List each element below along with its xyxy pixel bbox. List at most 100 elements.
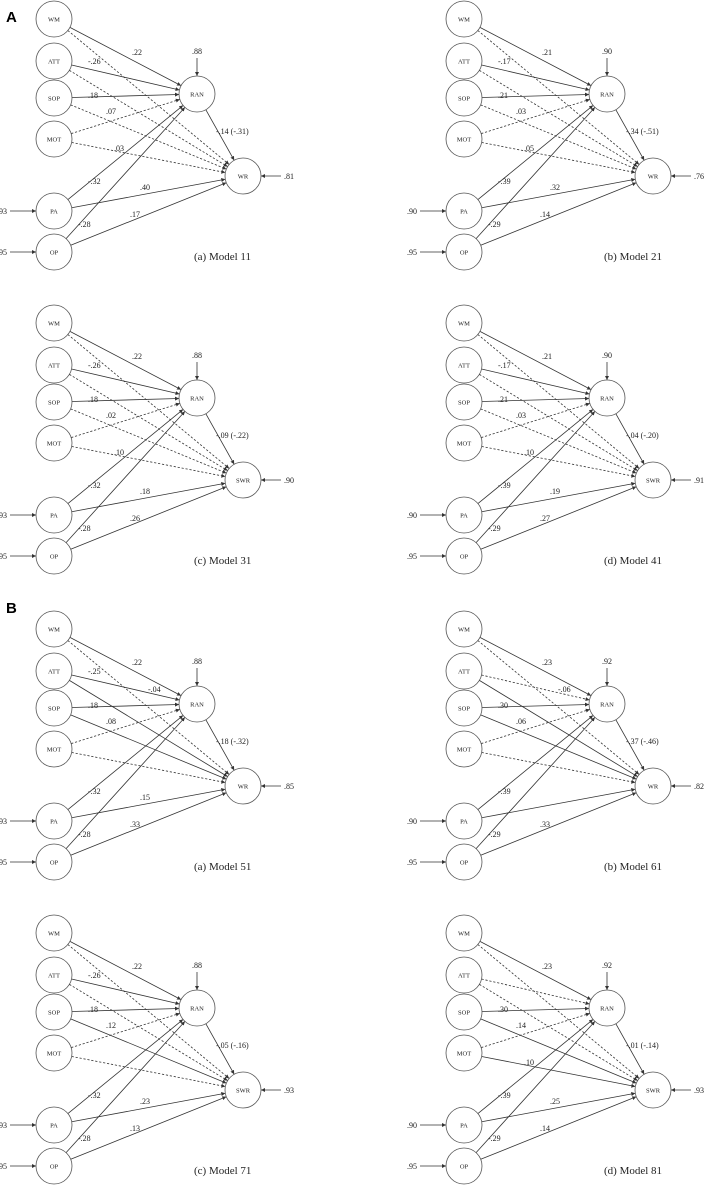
coef-sop-ran: .30 xyxy=(498,701,508,710)
coef-op-ran: -.28 xyxy=(78,220,91,229)
node-att xyxy=(445,956,483,994)
coef-pa-out: .18 xyxy=(140,487,150,496)
node-wm xyxy=(445,610,483,648)
path-op-to-outcome xyxy=(70,1096,227,1160)
coef-mot-ran: .03 xyxy=(516,107,526,116)
node-label-outcome: WR xyxy=(648,783,659,790)
coef-mot-out: .10 xyxy=(114,448,124,457)
path-ran-to-outcome xyxy=(615,109,645,161)
model-panel: .88.90.93.95WMATTSOPMOTPAOPRANSWR.22-.26… xyxy=(0,304,294,575)
coef-pa-ran: -.39 xyxy=(498,1091,511,1100)
outcome-residual-label: .82 xyxy=(694,782,704,791)
coef-op-out: .33 xyxy=(540,820,550,829)
node-label-pa: PA xyxy=(460,512,468,519)
path-pa-to-outcome xyxy=(71,178,226,209)
node-mot xyxy=(445,730,483,768)
path-sop-to-outcome xyxy=(70,104,227,170)
node-pa xyxy=(445,496,483,534)
coef-att-ran: -.26 xyxy=(88,361,101,370)
coef-wm-ran: .22 xyxy=(132,658,142,667)
node-mot xyxy=(445,1034,483,1072)
coef-sop-out: .08 xyxy=(106,717,116,726)
coef-pa-ran: -.39 xyxy=(498,787,511,796)
node-label-wm: WM xyxy=(48,320,60,327)
coef-pa-out: .19 xyxy=(550,487,560,496)
path-wm-to-ran xyxy=(69,331,182,390)
node-label-wm: WM xyxy=(48,626,60,633)
node-outcome xyxy=(634,157,672,195)
path-sop-to-outcome xyxy=(480,1018,637,1084)
op-residual-label: .95 xyxy=(407,1162,417,1171)
pa-residual-label: .93 xyxy=(0,207,7,216)
path-mot-to-outcome xyxy=(481,446,636,478)
path-wm-to-ran xyxy=(479,27,592,86)
path-op-to-ran xyxy=(65,107,186,239)
node-label-pa: PA xyxy=(50,208,58,215)
node-label-att: ATT xyxy=(458,362,470,369)
model-caption: (b) Model 61 xyxy=(604,861,662,873)
node-label-outcome: SWR xyxy=(236,1087,251,1094)
coef-att-ran: -.17 xyxy=(498,57,511,66)
path-mot-to-ran xyxy=(481,402,590,438)
path-ran-to-outcome xyxy=(205,719,235,771)
path-sop-to-outcome xyxy=(480,104,637,170)
coef-mot-out: .05 xyxy=(524,144,534,153)
path-op-to-outcome xyxy=(70,182,227,246)
coef-op-ran: -.29 xyxy=(488,1134,501,1143)
path-mot-to-ran xyxy=(71,708,180,744)
node-label-pa: PA xyxy=(50,818,58,825)
path-sop-to-ran xyxy=(481,1006,590,1012)
node-label-outcome: SWR xyxy=(646,1087,661,1094)
path-ran-to-outcome xyxy=(615,719,645,771)
coef-ran-out: -.04 (-.20) xyxy=(626,431,659,440)
path-sop-to-outcome xyxy=(480,714,637,780)
coef-sop-ran: .18 xyxy=(88,91,98,100)
path-wm-to-ran xyxy=(479,331,592,390)
path-pa-to-outcome xyxy=(71,788,226,819)
node-label-pa: PA xyxy=(460,208,468,215)
node-op xyxy=(445,233,483,271)
node-label-sop: SOP xyxy=(458,399,470,406)
model-caption: (c) Model 31 xyxy=(194,555,251,567)
path-att-to-ran xyxy=(71,978,180,1006)
node-label-sop: SOP xyxy=(48,1009,60,1016)
node-label-mot: MOT xyxy=(457,136,471,143)
coef-mot-ran: .03 xyxy=(516,411,526,420)
path-op-to-outcome xyxy=(480,486,637,550)
coef-op-out: .14 xyxy=(540,1124,550,1133)
node-label-ran: RAN xyxy=(600,91,614,98)
path-mot-to-ran xyxy=(481,1012,590,1048)
node-label-pa: PA xyxy=(50,512,58,519)
node-mot xyxy=(445,120,483,158)
node-label-outcome: SWR xyxy=(236,477,251,484)
coef-pa-ran: -.32 xyxy=(88,177,101,186)
node-label-wm: WM xyxy=(458,16,470,23)
node-ran xyxy=(178,685,216,723)
path-att-to-outcome xyxy=(69,984,228,1081)
node-outcome xyxy=(224,461,262,499)
coef-att-ran: -.26 xyxy=(88,57,101,66)
node-op xyxy=(35,843,73,881)
node-sop xyxy=(445,689,483,727)
model-caption: (d) Model 41 xyxy=(604,555,662,567)
coef-mot-out: .03 xyxy=(114,144,124,153)
path-sop-to-ran xyxy=(481,702,590,708)
node-wm xyxy=(445,914,483,952)
path-pa-to-ran xyxy=(67,1019,184,1114)
ran-residual-label: .92 xyxy=(602,961,612,970)
op-residual-label: .95 xyxy=(407,248,417,257)
coef-pa-out: .40 xyxy=(140,183,150,192)
node-label-ran: RAN xyxy=(190,701,204,708)
coef-op-out: .17 xyxy=(130,210,140,219)
coef-sop-out: .12 xyxy=(106,1021,116,1030)
coef-wm-ran: .22 xyxy=(132,48,142,57)
node-outcome xyxy=(634,1071,672,1109)
node-outcome xyxy=(224,1071,262,1109)
path-sop-to-outcome xyxy=(70,714,227,780)
node-wm xyxy=(35,0,73,38)
path-mot-to-ran xyxy=(71,98,180,134)
node-op xyxy=(445,1147,483,1185)
path-ran-to-outcome xyxy=(205,413,235,465)
coef-pa-ran: -.32 xyxy=(88,787,101,796)
node-label-pa: PA xyxy=(460,1122,468,1129)
